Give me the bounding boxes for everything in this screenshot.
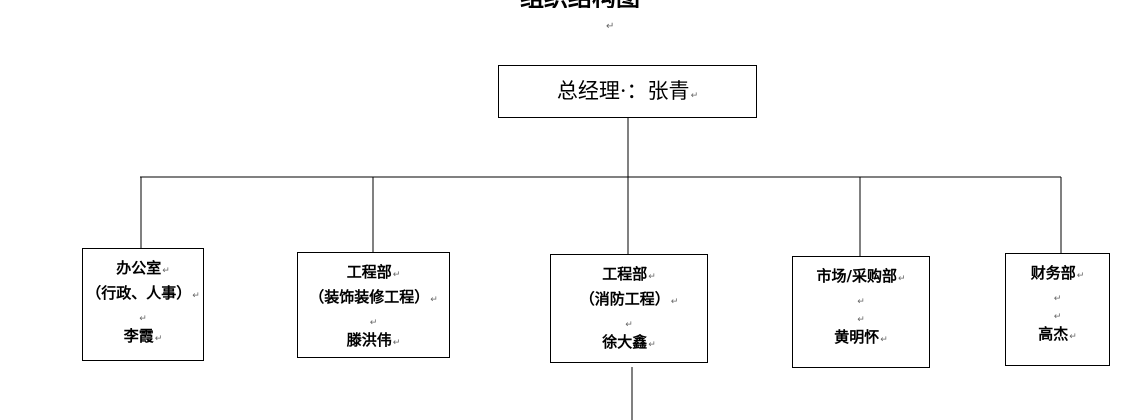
paragraph-mark: ↵ <box>690 91 699 101</box>
paragraph-mark: ↵ <box>670 297 679 307</box>
chart-title: 组织结构图 <box>450 0 710 8</box>
paragraph-mark: ↵ <box>857 297 865 307</box>
dept-name: 财务部 <box>1030 264 1076 282</box>
paragraph-mark: ↵ <box>430 295 438 305</box>
paragraph-mark: ↵ <box>392 270 401 280</box>
chart-title-text: 组织结构图 <box>520 0 640 8</box>
dept-person: 黄明怀 <box>834 328 880 346</box>
dept-person: 李霞 <box>123 327 154 345</box>
paragraph-mark: ↵ <box>392 338 401 348</box>
ceo-label: 总经理·：张青 <box>556 79 690 103</box>
paragraph-mark: ↵ <box>606 21 615 32</box>
dept-box-finance: 财务部↵ ↵ ↵ 高杰↵ <box>1005 253 1110 366</box>
paragraph-mark: ↵ <box>857 315 865 325</box>
dept-box-marketing-purchasing: 市场/采购部↵ ↵ ↵ 黄明怀↵ <box>792 256 930 368</box>
paragraph-mark: ↵ <box>162 266 170 276</box>
paragraph-mark: ↵ <box>1076 271 1085 281</box>
paragraph-mark: ↵ <box>880 335 888 345</box>
paragraph-mark: ↵ <box>897 274 906 284</box>
paragraph-mark: ↵ <box>1069 332 1077 342</box>
paragraph-mark: ↵ <box>369 318 378 328</box>
paragraph-mark: ↵ <box>1053 294 1062 304</box>
ceo-box: 总经理·：张青↵ <box>498 65 757 118</box>
paragraph-mark: ↵ <box>154 334 163 344</box>
dept-name: 市场/采购部 <box>816 267 897 285</box>
paragraph-mark: ↵ <box>192 291 200 301</box>
dept-box-office: 办公室↵ （行政、人事）↵ ↵ 李霞↵ <box>82 248 204 361</box>
dept-person: 徐大鑫 <box>602 333 648 351</box>
dept-person: 高杰 <box>1038 325 1069 343</box>
dept-name: 办公室 <box>116 259 162 277</box>
paragraph-mark: ↵ <box>648 272 656 282</box>
dept-subtitle: （装饰装修工程） <box>309 288 430 306</box>
dept-person: 滕洪伟 <box>346 331 392 349</box>
dept-subtitle: （消防工程） <box>579 290 670 308</box>
paragraph-mark: ↵ <box>139 314 147 324</box>
paragraph-mark: ↵ <box>648 340 656 350</box>
paragraph-mark: ↵ <box>1053 312 1062 322</box>
dept-box-engineering-decoration: 工程部↵ （装饰装修工程）↵ ↵ 滕洪伟↵ <box>297 252 450 358</box>
dept-name: 工程部 <box>602 265 648 283</box>
dept-name: 工程部 <box>346 263 392 281</box>
dept-subtitle: （行政、人事） <box>86 284 192 302</box>
dept-box-engineering-fire: 工程部↵ （消防工程）↵ ↵ 徐大鑫↵ <box>550 254 708 363</box>
paragraph-mark: ↵ <box>625 320 633 330</box>
